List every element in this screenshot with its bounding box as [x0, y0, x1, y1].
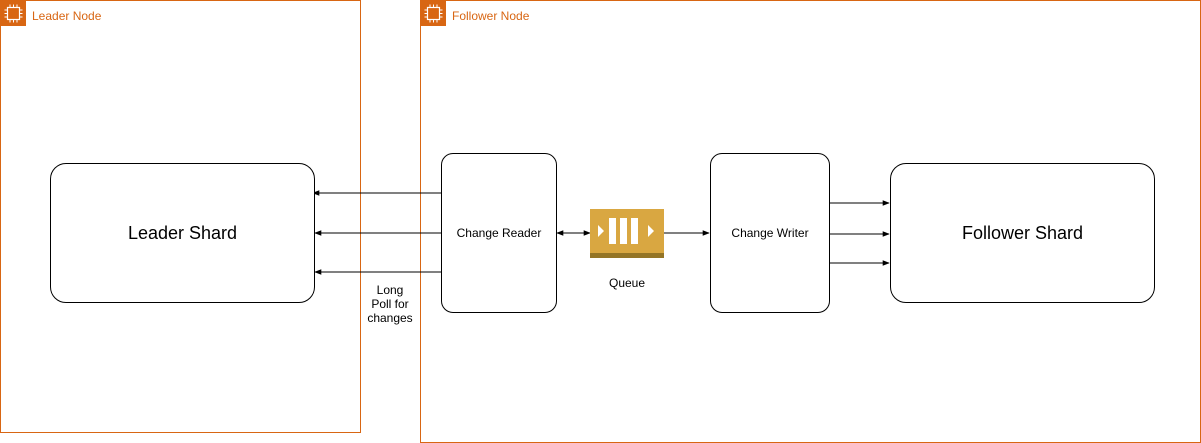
follower-shard-label: Follower Shard	[961, 222, 1084, 243]
queue-icon	[590, 209, 664, 258]
queue-label: Queue	[608, 276, 646, 290]
change-writer-label: Change Writer	[731, 226, 809, 240]
follower-node-label: Follower Node	[452, 9, 530, 23]
leader-node-group: Leader Node	[0, 0, 361, 433]
long-poll-line-1: Long	[376, 283, 404, 297]
change-writer-box: Change Writer	[710, 153, 830, 313]
chip-icon	[1, 1, 26, 26]
follower-shard-box: Follower Shard	[890, 163, 1155, 303]
long-poll-line-3: changes	[367, 311, 413, 325]
long-poll-line-2: Poll for	[371, 297, 409, 311]
leader-shard-label: Leader Shard	[127, 222, 238, 243]
long-poll-label: Long Poll for changes	[355, 283, 425, 325]
leader-shard-box: Leader Shard	[50, 163, 315, 303]
leader-node-label: Leader Node	[32, 9, 102, 23]
chip-icon	[421, 1, 446, 26]
change-reader-box: Change Reader	[441, 153, 557, 313]
change-reader-label: Change Reader	[456, 226, 542, 240]
